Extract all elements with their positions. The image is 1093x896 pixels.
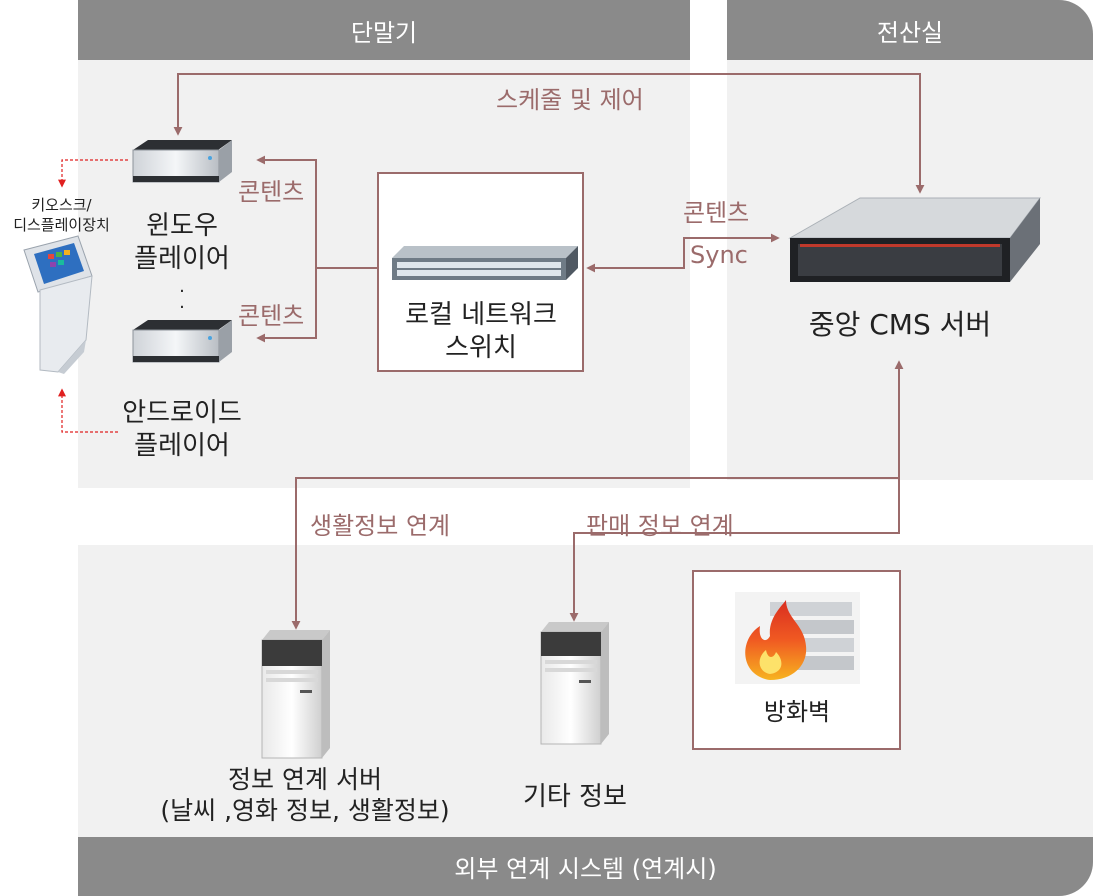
life-info-edge — [291, 360, 904, 630]
content-lower-label: 콘텐츠 — [238, 302, 305, 330]
info-server-label: 정보 연계 서버 (날씨 ,영화 정보, 생활정보) — [160, 765, 450, 826]
content-sync-label-1: 콘텐츠 — [683, 199, 750, 227]
server-room-header-label: 전산실 — [876, 18, 944, 47]
external-footer-label: 외부 연계 시스템 (연계시) — [454, 855, 717, 883]
mini-pc-icon — [132, 140, 232, 183]
windows-player-label: 윈도우 플레이어 — [134, 211, 230, 274]
cms-server-label: 중앙 CMS 서버 — [808, 308, 992, 341]
schedule-edge — [173, 73, 925, 194]
server-room-header: 전산실 — [727, 0, 1093, 60]
kiosk-label: 키오스크/ 디스플레이장치 — [13, 196, 110, 234]
sales-info-edge — [569, 478, 900, 622]
life-info-label: 생활정보 연계 — [310, 512, 451, 540]
sales-info-label: 판매 정보 연계 — [586, 512, 734, 540]
switch-to-android-edge — [256, 268, 317, 343]
other-info-label: 기타 정보 — [523, 782, 627, 812]
terminal-header-label: 단말기 — [350, 18, 418, 47]
tower-server-icon — [261, 630, 330, 759]
kiosk-icon — [23, 235, 93, 374]
content-upper-label: 콘텐츠 — [238, 178, 305, 206]
content-sync-label-2: Sync — [690, 241, 748, 269]
content-sync-edge — [586, 233, 780, 273]
switch-to-windows-edge — [256, 155, 377, 269]
schedule-edge-label: 스케줄 및 제어 — [496, 86, 644, 114]
tower-server-icon — [540, 622, 609, 745]
external-footer: 외부 연계 시스템 (연계시) — [78, 837, 1093, 896]
kiosk-link-top — [58, 159, 128, 188]
network-switch-icon — [392, 246, 578, 280]
mini-pc-icon — [132, 320, 232, 363]
local-switch-label: 로컬 네트워크 스위치 — [405, 300, 557, 363]
android-player-label: 안드로이드 플레이어 — [122, 398, 242, 461]
firewall-label: 방화벽 — [763, 698, 831, 726]
terminal-header: 단말기 — [78, 0, 690, 60]
kiosk-link-bottom — [58, 388, 118, 433]
rack-server-icon — [788, 197, 1041, 282]
player-ellipsis: · · — [179, 281, 185, 319]
firewall-icon — [735, 592, 860, 684]
